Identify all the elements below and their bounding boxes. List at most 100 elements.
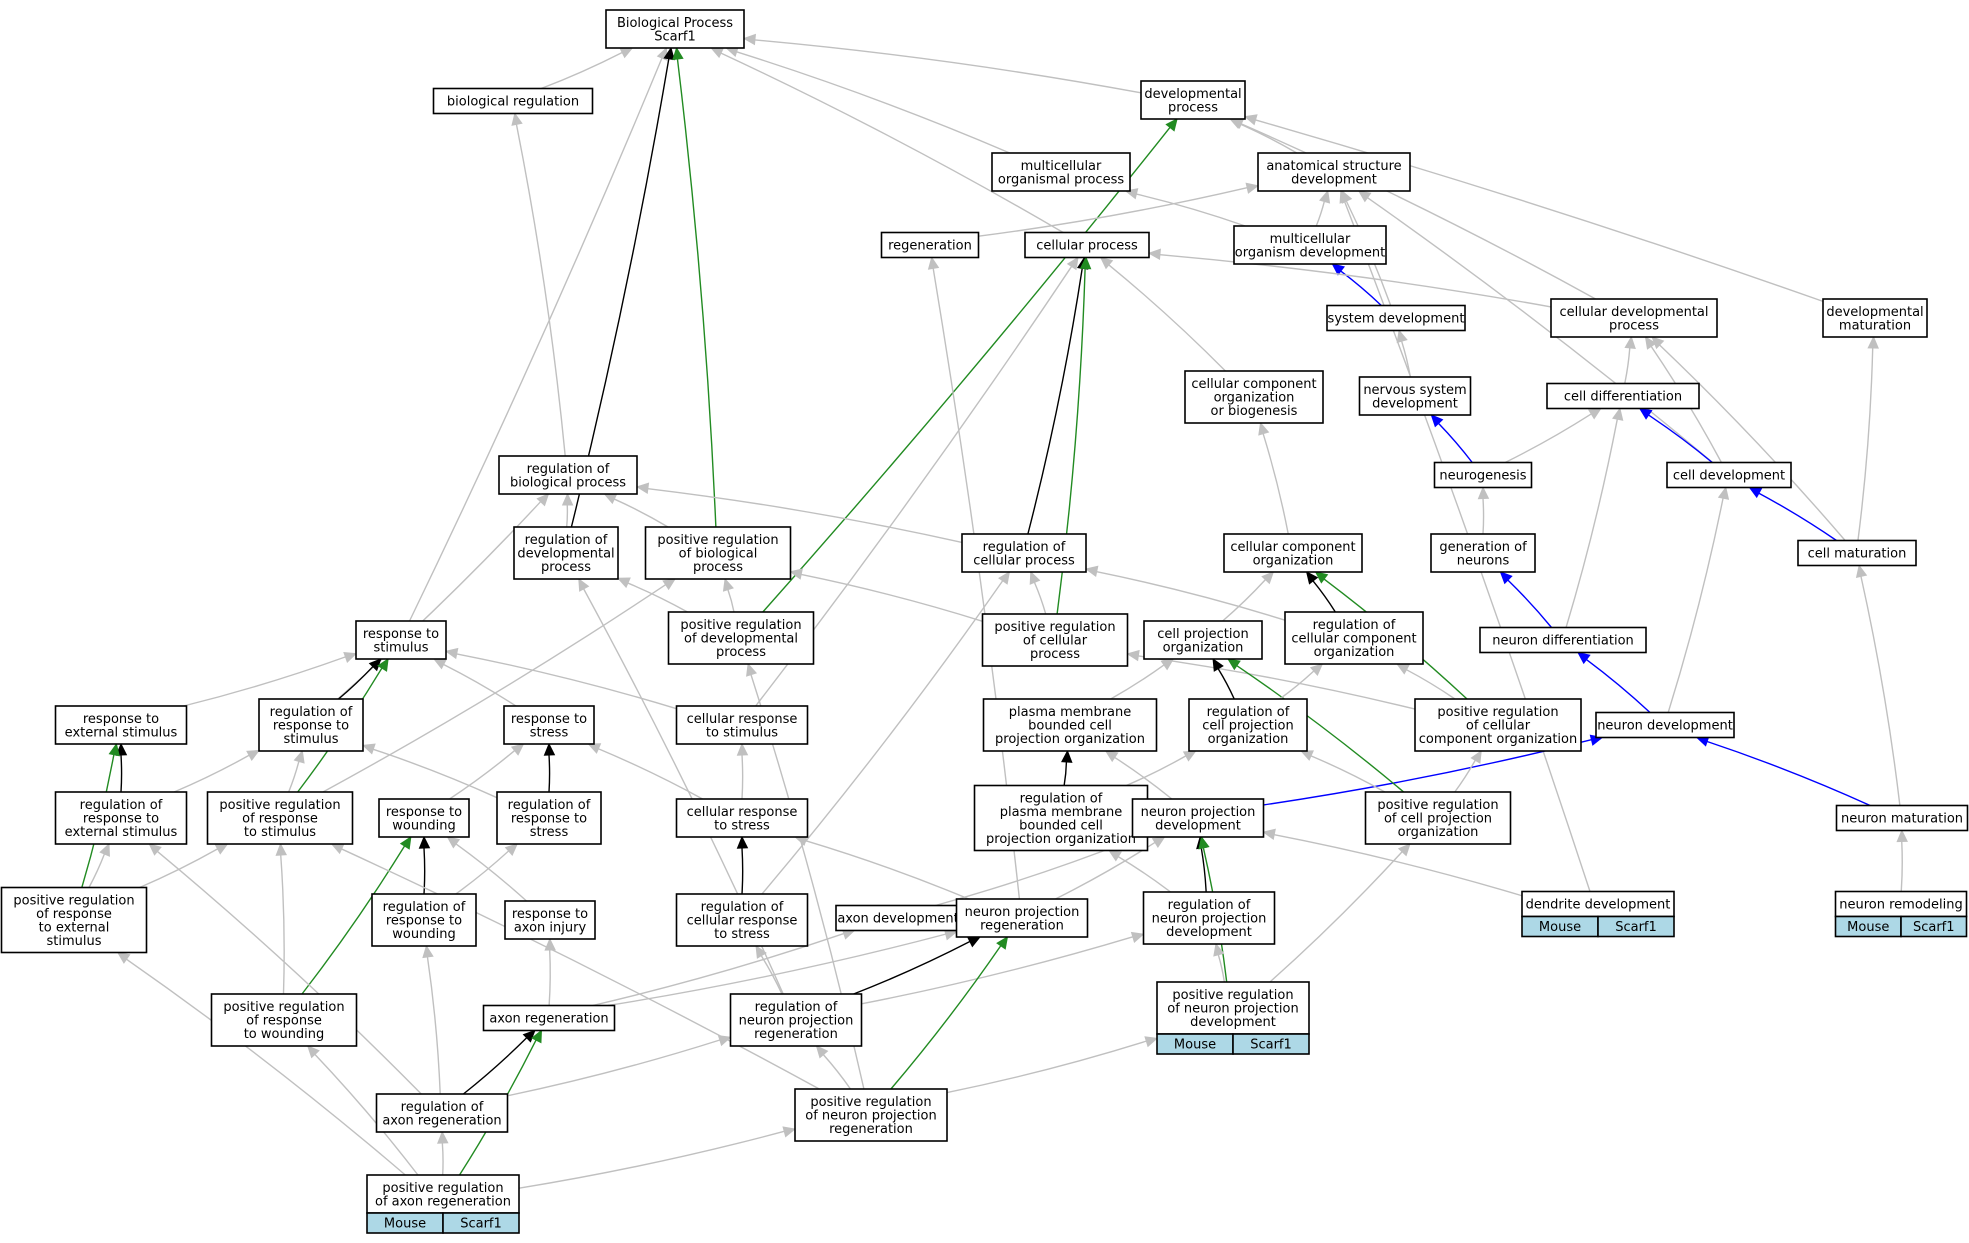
edge-line bbox=[341, 848, 820, 1090]
term-label: axon development bbox=[837, 912, 958, 927]
term-node-neurdev[interactable]: neuron development bbox=[1595, 711, 1735, 739]
term-box bbox=[1433, 461, 1533, 489]
edge-posregbio-to-root bbox=[672, 46, 717, 528]
term-label: of neuron projection bbox=[1167, 1002, 1298, 1017]
edge-line bbox=[1096, 571, 1286, 621]
term-box bbox=[955, 898, 1089, 938]
term-node-neurdiff[interactable]: neuron differentiation bbox=[1479, 626, 1647, 654]
term-label: development bbox=[1155, 818, 1241, 833]
term-node-celldiff[interactable]: cell differentiation bbox=[1546, 382, 1700, 410]
term-box bbox=[1835, 804, 1969, 832]
edge-line bbox=[676, 58, 717, 528]
arrowhead bbox=[578, 577, 590, 592]
term-label: cell projection bbox=[1157, 627, 1248, 642]
annotation-cell bbox=[1900, 915, 1968, 938]
term-node-axonregen[interactable]: axon regeneration bbox=[482, 1004, 616, 1032]
arrowhead bbox=[1108, 849, 1122, 862]
term-node-celldev[interactable]: cell development bbox=[1666, 461, 1792, 489]
arrowhead bbox=[275, 842, 288, 856]
arrowhead bbox=[1396, 329, 1408, 344]
edge-line bbox=[1217, 954, 1226, 983]
edge-line bbox=[822, 1054, 852, 1090]
term-label: cellular process bbox=[973, 553, 1075, 568]
term-node-neurmat[interactable]: neuron maturation bbox=[1835, 804, 1969, 832]
term-node-neurogen[interactable]: neurogenesis bbox=[1433, 461, 1533, 489]
term-label: process bbox=[693, 560, 743, 575]
arrowhead bbox=[1213, 942, 1225, 957]
term-box bbox=[644, 526, 792, 580]
term-node-sysdev[interactable]: system development bbox=[1326, 304, 1466, 332]
edge-line bbox=[946, 1040, 1147, 1094]
arrowhead bbox=[446, 836, 461, 849]
term-node-axondev[interactable]: axon development bbox=[835, 904, 961, 932]
arrowhead bbox=[662, 578, 677, 591]
term-box bbox=[482, 1004, 616, 1032]
term-box bbox=[1822, 298, 1928, 338]
term-node-cellmat[interactable]: cell maturation bbox=[1797, 539, 1917, 567]
edge-line bbox=[741, 754, 744, 800]
arrowhead bbox=[742, 33, 756, 46]
term-label: cellular response bbox=[687, 805, 798, 820]
edge-regcellproj-to-regccorg bbox=[1279, 663, 1324, 700]
edge-regrespext-to-regresp bbox=[173, 749, 261, 793]
term-node-cellproc[interactable]: cellular process bbox=[1024, 231, 1150, 259]
term-box bbox=[1140, 80, 1246, 120]
term-label: component organization bbox=[1419, 732, 1578, 747]
term-label: regulation of bbox=[401, 1100, 484, 1115]
edge-line bbox=[1400, 340, 1412, 378]
edge-line bbox=[408, 57, 663, 622]
term-node-regen[interactable]: regeneration bbox=[880, 231, 980, 259]
arrowhead bbox=[1198, 835, 1210, 850]
term-node-bioreg[interactable]: biological regulation bbox=[432, 87, 594, 115]
